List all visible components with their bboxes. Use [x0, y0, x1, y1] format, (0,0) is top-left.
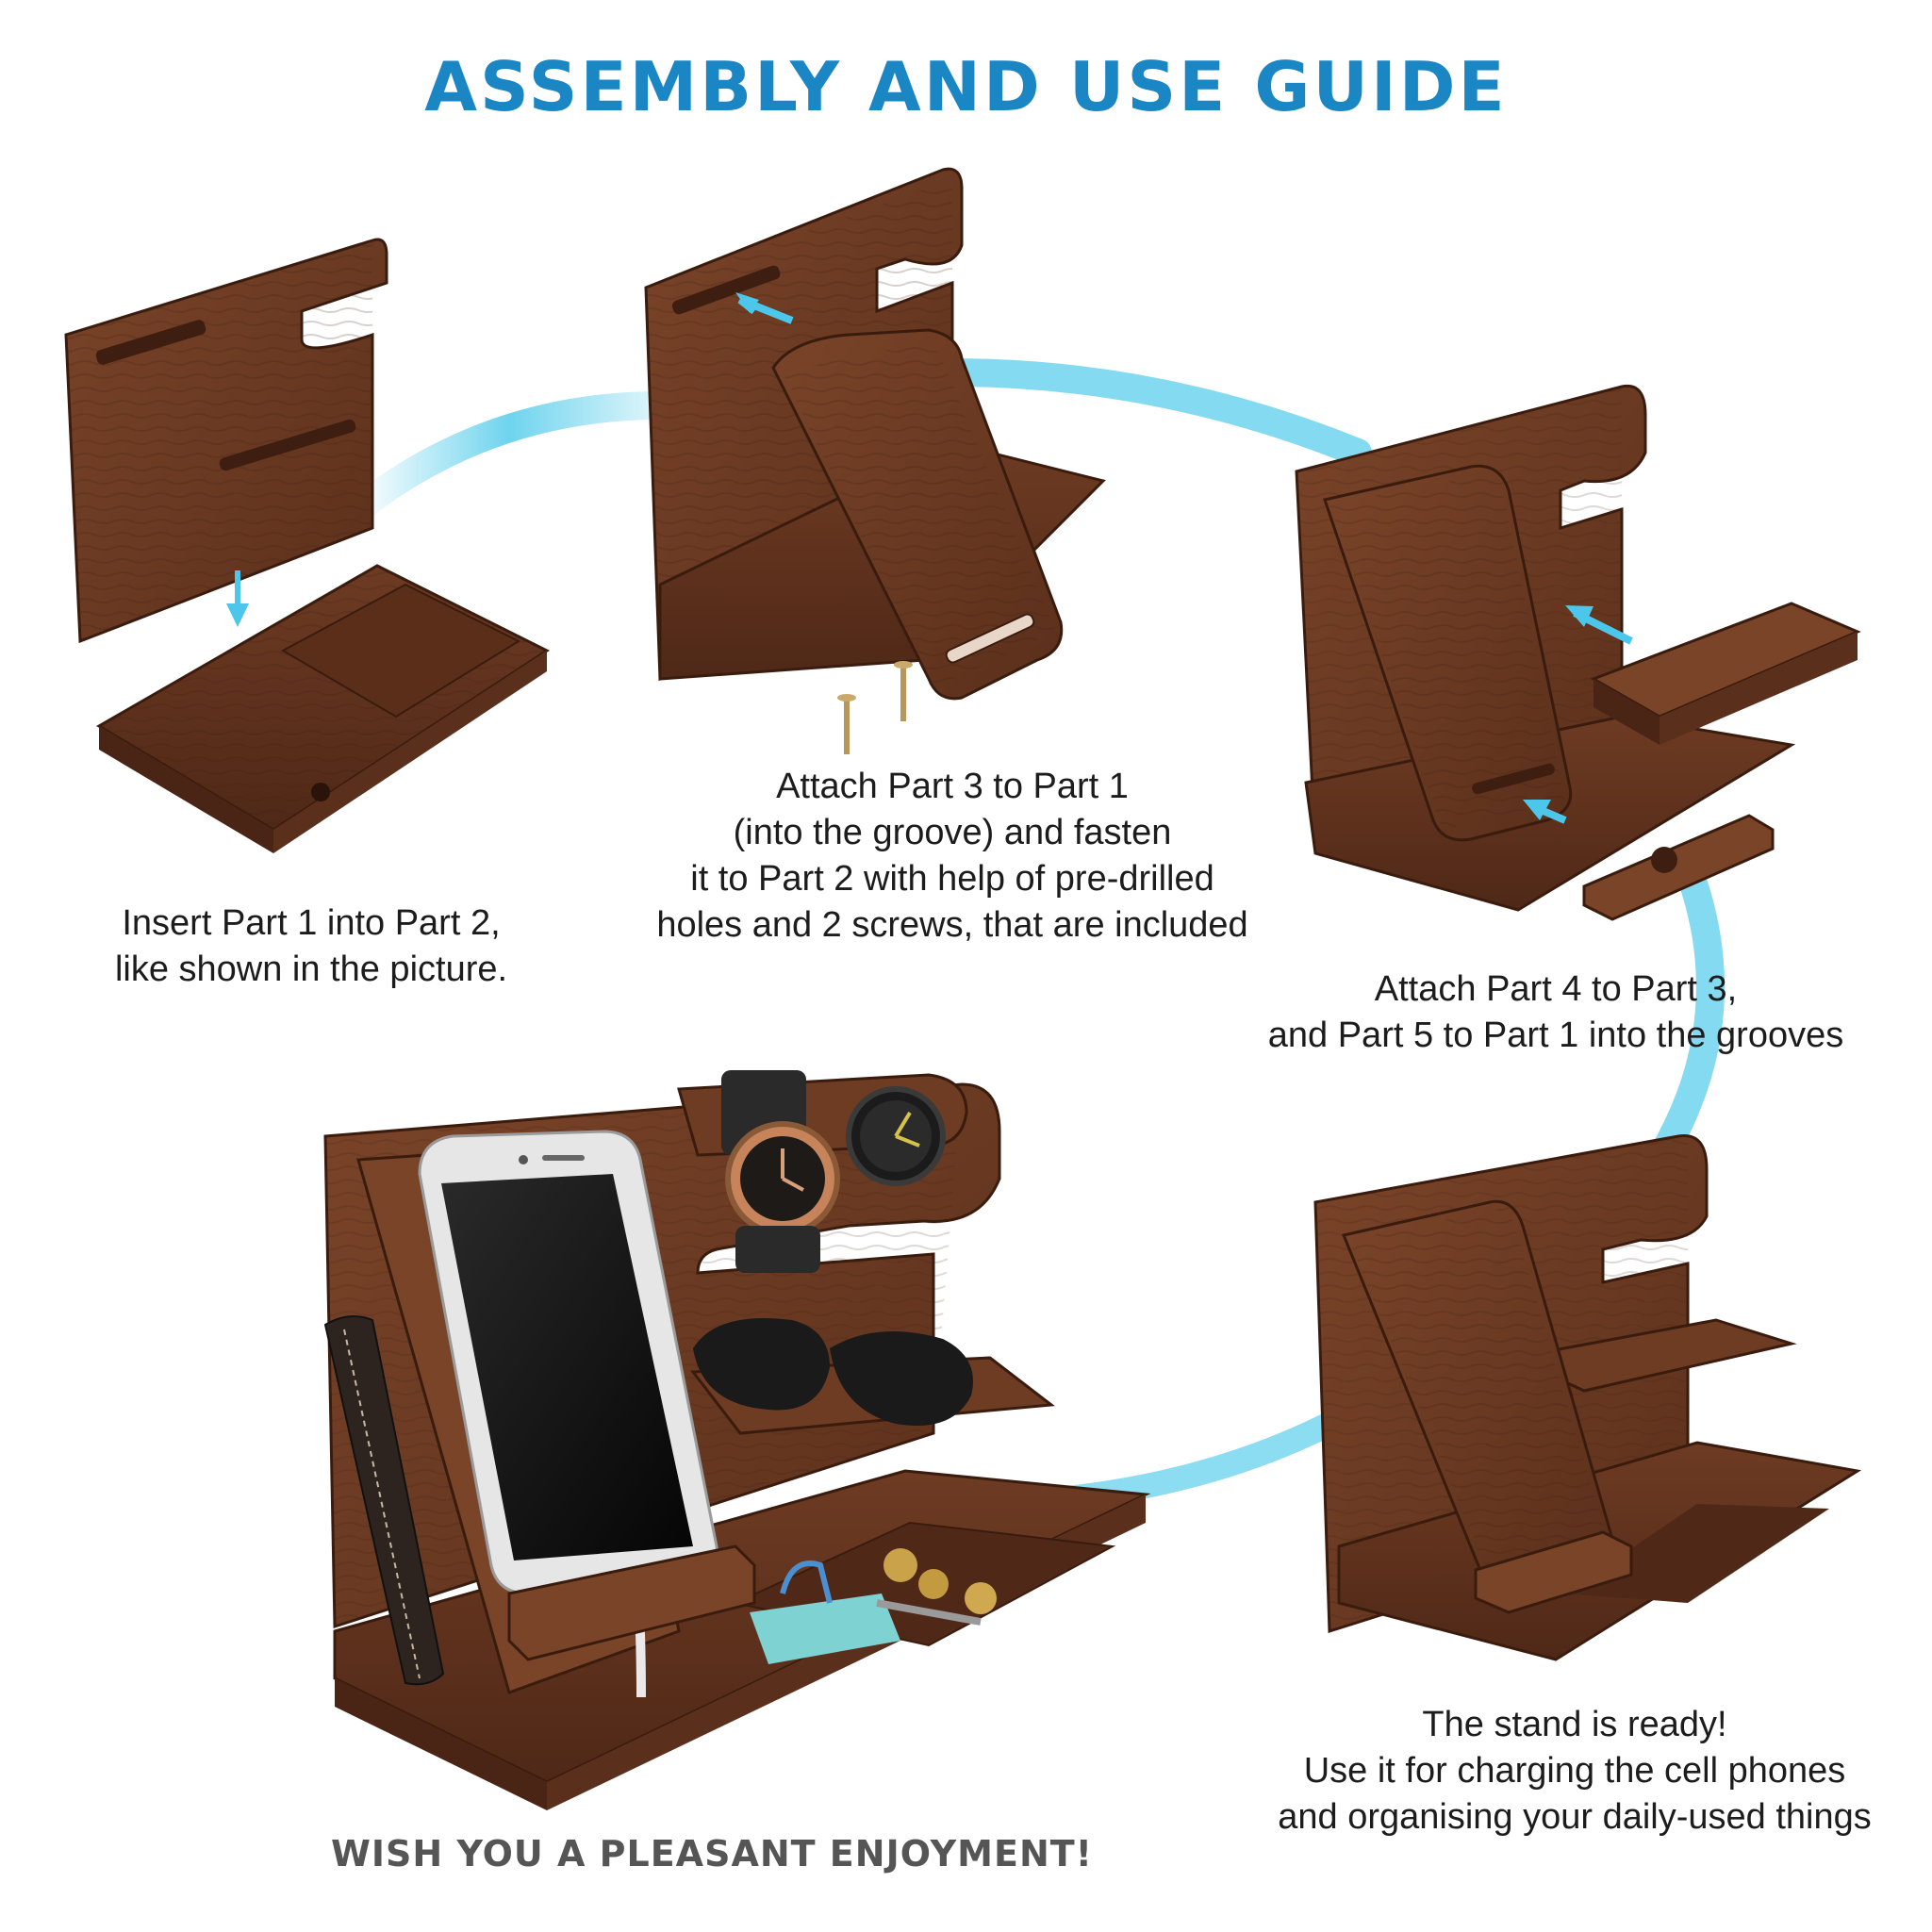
wristwatch-gold: [721, 1070, 840, 1273]
step1-line: Insert Part 1 into Part 2,: [122, 903, 501, 943]
tray-items: [750, 1548, 997, 1664]
assembled-stand: [1313, 1133, 1862, 1661]
holder-part-5: [1582, 814, 1775, 921]
sunglasses: [693, 1318, 973, 1426]
step1-line: like shown in the picture.: [114, 949, 508, 989]
stand-slot: [945, 613, 1035, 664]
final-caption: The stand is ready! Use it for charging …: [1226, 1702, 1924, 1841]
step2-caption: Attach Part 3 to Part 1 (into the groove…: [594, 764, 1311, 949]
phone-holder-lip: [507, 1544, 756, 1661]
step1-caption: Insert Part 1 into Part 2, like shown in…: [66, 900, 556, 993]
flow-arc-right: [1645, 853, 1725, 1174]
tray-recess: [280, 583, 521, 718]
product-in-use: [323, 1070, 1151, 1810]
smartphone: [418, 1130, 719, 1595]
final-line: and organising your daily-used things: [1278, 1797, 1872, 1837]
screw-hole: [311, 783, 330, 801]
step1-illustration: [64, 238, 551, 853]
step3-line: and Part 5 to Part 1 into the grooves: [1267, 1016, 1844, 1055]
wallet: [323, 1315, 445, 1686]
step2-line: holes and 2 screws, that are included: [656, 905, 1248, 945]
step2-illustration: [644, 167, 1106, 754]
panel-slot-top: [95, 320, 206, 365]
step2-line: Attach Part 3 to Part 1: [776, 767, 1129, 806]
step2-line: it to Part 2 with help of pre-drilled: [690, 859, 1214, 899]
final-line: The stand is ready!: [1422, 1705, 1727, 1744]
step3-line: Attach Part 4 to Part 3,: [1374, 969, 1738, 1009]
panel-slot-bottom: [219, 419, 356, 471]
screws: [837, 661, 913, 754]
guide-title: ASSEMBLY AND USE GUIDE: [424, 47, 1508, 126]
flow-arc-top-right: [938, 358, 1372, 467]
step2-line: (into the groove) and fasten: [733, 813, 1172, 852]
step3-caption: Attach Part 4 to Part 3, and Part 5 to P…: [1216, 966, 1895, 1059]
wristwatch-black: [846, 1086, 946, 1186]
step3-illustration: [1295, 384, 1861, 921]
flow-arc-top-left: [344, 391, 674, 523]
final-line: Use it for charging the cell phones: [1303, 1751, 1846, 1791]
footer-message: WISH YOU A PLEASANT ENJOYMENT!: [331, 1833, 1093, 1874]
